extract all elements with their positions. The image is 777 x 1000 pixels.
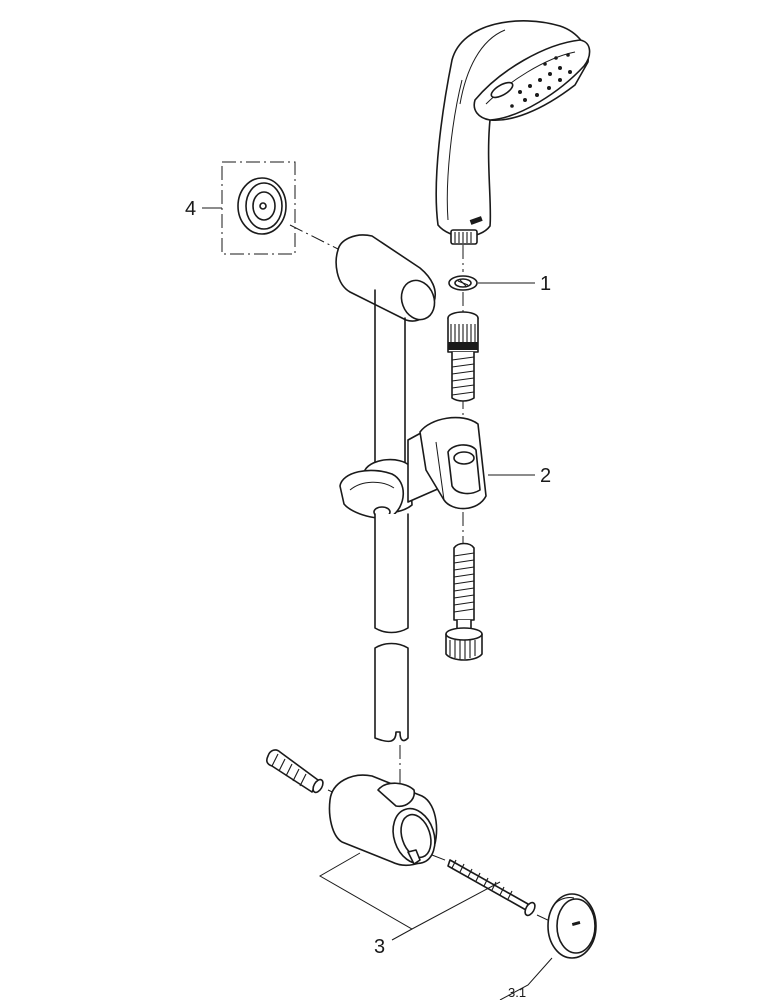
rail-top-bracket bbox=[335, 234, 436, 467]
callout-4: 4 bbox=[185, 198, 196, 220]
hose-lower-end bbox=[445, 542, 483, 661]
spray-nozzles bbox=[510, 53, 572, 108]
part-3-1-end-cap bbox=[547, 893, 597, 959]
rail-lower-section bbox=[374, 513, 409, 743]
callout-1: 1 bbox=[540, 273, 551, 295]
hose-upper-end bbox=[447, 311, 479, 402]
part-3-lower-bracket bbox=[266, 749, 536, 917]
callout-2: 2 bbox=[540, 465, 551, 487]
callout-3: 3 bbox=[374, 936, 385, 958]
part-1-washer bbox=[448, 275, 478, 291]
callout-3-1: 3.1 bbox=[508, 985, 526, 1000]
callout-labels: 1 2 4 3 3.1 bbox=[185, 198, 551, 1000]
leader-lines bbox=[202, 207, 553, 1000]
part-4-wall-cap bbox=[221, 161, 296, 255]
part-2-slider-holder bbox=[339, 416, 487, 519]
hand-shower bbox=[435, 20, 591, 245]
